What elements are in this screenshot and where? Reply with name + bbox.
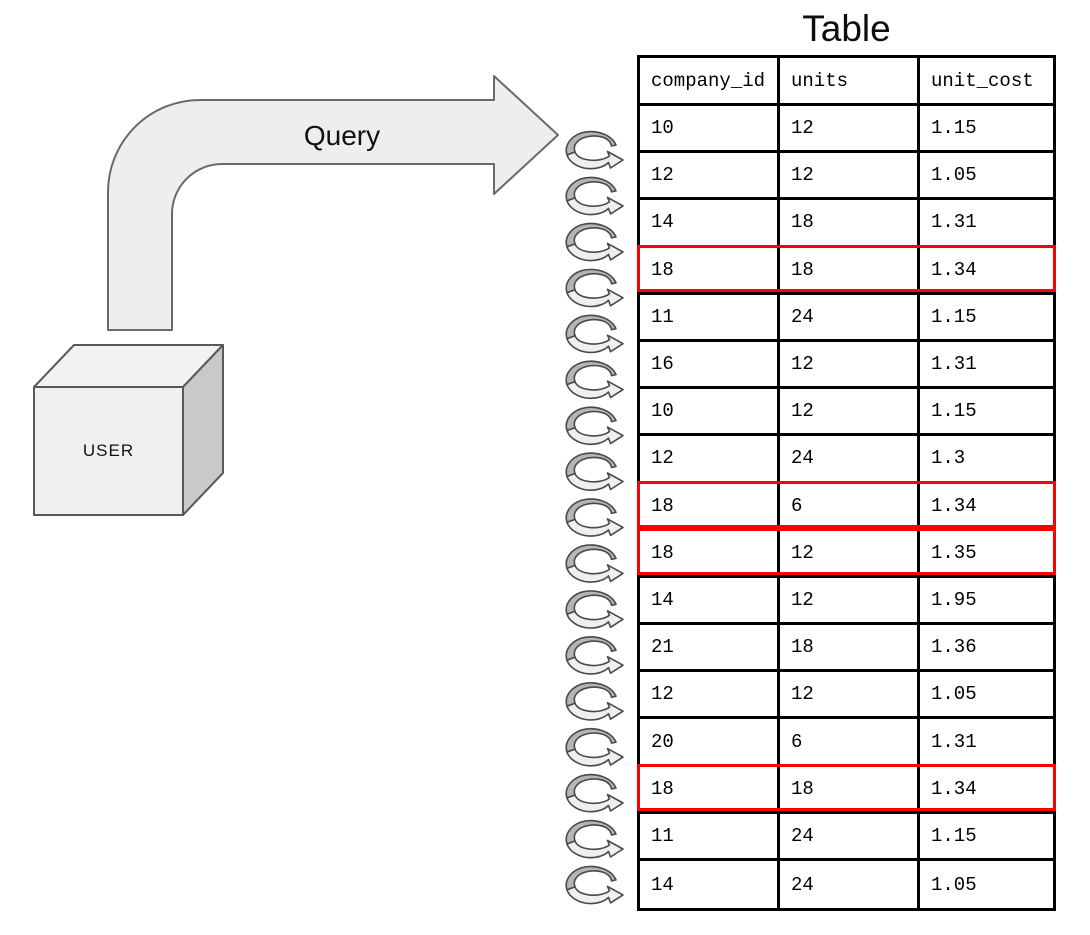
table-cell-company-id: 18 — [640, 483, 780, 528]
table-cell-company-id: 14 — [640, 861, 780, 909]
loop-arrow-icon — [565, 406, 624, 446]
table-cell-units: 12 — [780, 577, 920, 623]
table-cell-units: 18 — [780, 200, 920, 245]
table-cell-units: 6 — [780, 719, 920, 764]
table-cell-units: 18 — [780, 766, 920, 811]
table-cell-units: 24 — [780, 436, 920, 481]
table-row: 11 24 1.15 — [640, 294, 1053, 342]
table-cell-unit-cost: 1.34 — [931, 258, 977, 281]
table-cell-company-id: 18 — [640, 247, 780, 292]
table-cell-unit-cost: 1.35 — [931, 541, 977, 564]
table-cell-units: 12 — [780, 106, 920, 151]
loop-arrow-icon — [565, 544, 624, 583]
table-cell-company-id: 11 — [640, 813, 780, 858]
table-cell-units: 12 — [780, 341, 920, 387]
column-header-company-id: company_id — [640, 58, 780, 103]
table-cell-company-id: 11 — [640, 294, 780, 339]
loop-arrow-icon — [565, 865, 624, 905]
table-row: 21 18 1.36 — [640, 625, 1053, 673]
table-row: 14 24 1.05 — [640, 861, 1053, 909]
table-cell-company-id: 14 — [640, 200, 780, 245]
loop-arrows-coil — [565, 130, 624, 905]
table-cell-unit-cost: 1.05 — [931, 164, 977, 187]
table-cell-unit-cost: 1.05 — [931, 873, 977, 896]
loop-arrow-icon — [565, 360, 624, 400]
loop-arrow-icon — [565, 727, 624, 767]
loop-arrow-icon — [565, 590, 624, 629]
user-box-front-face — [33, 386, 184, 516]
table-cell-company-id: 18 — [640, 530, 780, 575]
table-row: 20 6 1.31 — [640, 719, 1053, 767]
table-row: 14 12 1.95 — [640, 577, 1053, 626]
table-cell-unit-cost: 1.3 — [931, 447, 966, 470]
table-cell-unit-cost: 1.05 — [931, 683, 977, 706]
table-cell-units: 18 — [780, 625, 920, 670]
table-row: 10 12 1.15 — [640, 106, 1053, 154]
table-cell-unit-cost: 1.31 — [931, 353, 977, 376]
table-row: 18 12 1.35 — [637, 527, 1056, 578]
table-cell-company-id: 12 — [640, 153, 780, 198]
table-cell-company-id: 10 — [640, 106, 780, 151]
user-box-label: USER — [82, 441, 135, 460]
table-row: 10 12 1.15 — [640, 389, 1053, 437]
query-arrow-label: Query — [303, 120, 381, 151]
table-row: 11 24 1.15 — [640, 813, 1053, 861]
table-cell-units: 24 — [780, 813, 920, 858]
table-row: 18 18 1.34 — [637, 244, 1056, 295]
loop-arrow-icon — [565, 268, 624, 308]
table-header-row: company_id units unit_cost — [640, 58, 1053, 106]
table-cell-unit-cost: 1.31 — [931, 730, 977, 753]
loop-arrow-icon — [565, 636, 624, 675]
user-box — [33, 344, 224, 516]
table-row: 12 24 1.3 — [640, 436, 1053, 484]
table-cell-company-id: 16 — [640, 341, 780, 387]
loop-arrow-icon — [565, 176, 624, 216]
table-cell-company-id: 12 — [640, 436, 780, 481]
table-row: 16 12 1.31 — [640, 341, 1053, 390]
table-row: 14 18 1.31 — [640, 200, 1053, 248]
table-cell-unit-cost: 1.15 — [931, 117, 977, 140]
table-cell-units: 24 — [780, 294, 920, 339]
table-row: 18 6 1.34 — [637, 480, 1056, 531]
table-cell-company-id: 14 — [640, 577, 780, 623]
table-cell-units: 18 — [780, 247, 920, 292]
table-cell-unit-cost: 1.34 — [931, 777, 977, 800]
table-row: 18 18 1.34 — [637, 763, 1056, 814]
loop-arrow-icon — [565, 682, 624, 721]
loop-arrow-icon — [565, 773, 624, 813]
table-row: 12 12 1.05 — [640, 672, 1053, 720]
loop-arrow-icon — [565, 314, 624, 354]
table-cell-unit-cost: 1.36 — [931, 636, 977, 659]
table-cell-unit-cost: 1.15 — [931, 305, 977, 328]
table-title: Table — [802, 8, 891, 49]
table-cell-company-id: 10 — [640, 389, 780, 434]
table-cell-units: 24 — [780, 861, 920, 909]
table-cell-units: 12 — [780, 389, 920, 434]
table-cell-unit-cost: 1.31 — [931, 211, 977, 234]
column-header-units: units — [780, 58, 920, 103]
loop-arrow-icon — [565, 130, 624, 170]
table-cell-unit-cost: 1.95 — [931, 588, 977, 611]
query-arrow — [107, 75, 559, 331]
column-header-unit-cost: unit_cost — [931, 69, 1034, 92]
table-cell-unit-cost: 1.15 — [931, 824, 977, 847]
loop-arrow-icon — [565, 222, 624, 262]
loop-arrow-icon — [565, 819, 624, 859]
loop-arrow-icon — [565, 498, 624, 537]
table-cell-units: 12 — [780, 672, 920, 717]
table-cell-units: 12 — [780, 153, 920, 198]
table-cell-unit-cost: 1.15 — [931, 400, 977, 423]
data-table: company_id units unit_cost 10 12 1.15 12… — [637, 55, 1056, 912]
table-cell-company-id: 20 — [640, 719, 780, 764]
table-cell-units: 12 — [780, 530, 920, 575]
table-cell-units: 6 — [780, 483, 920, 528]
table-cell-company-id: 21 — [640, 625, 780, 670]
table-cell-company-id: 18 — [640, 766, 780, 811]
table-row: 12 12 1.05 — [640, 153, 1053, 201]
table-cell-unit-cost: 1.34 — [931, 494, 977, 517]
table-cell-company-id: 12 — [640, 672, 780, 717]
loop-arrow-icon — [565, 452, 624, 492]
table-body: 10 12 1.15 12 12 1.05 14 18 1.31 18 18 1… — [637, 106, 1056, 909]
